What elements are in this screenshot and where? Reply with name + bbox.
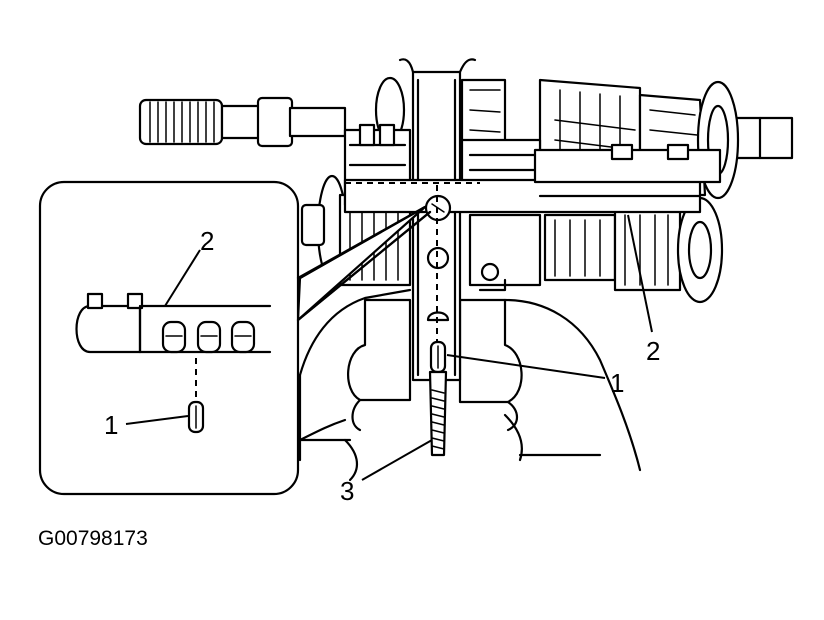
hidden-bore-arc: [426, 311, 450, 322]
pin-punch: [428, 370, 448, 457]
roll-pin: [429, 340, 447, 374]
lower-gear-cluster: [468, 196, 724, 304]
callout-main-3: 3: [340, 476, 354, 506]
shift-rail: [343, 143, 722, 222]
leader-main-1: [446, 354, 606, 379]
output-shaft: [730, 116, 794, 160]
leader-main-3: [361, 439, 433, 481]
leader-inset-1: [125, 415, 189, 425]
inset-shift-rail: [75, 292, 272, 354]
transmission-assembly: [138, 58, 794, 482]
callout-inset-1: 1: [104, 410, 118, 440]
leader-main-2: [627, 214, 653, 333]
leader-inset-2: [164, 249, 201, 307]
inset-roll-pin: [187, 400, 205, 434]
input-shaft: [138, 96, 347, 148]
callout-main-1: 1: [610, 368, 624, 398]
figure-id: G00798173: [38, 527, 148, 550]
inset-detail: [38, 180, 432, 496]
callout-inset-2: 2: [200, 226, 214, 256]
callout-main-2: 2: [646, 336, 660, 366]
transmission-case: [298, 288, 642, 482]
center-plate: [398, 58, 477, 382]
hidden-bore-circle: [426, 246, 450, 270]
